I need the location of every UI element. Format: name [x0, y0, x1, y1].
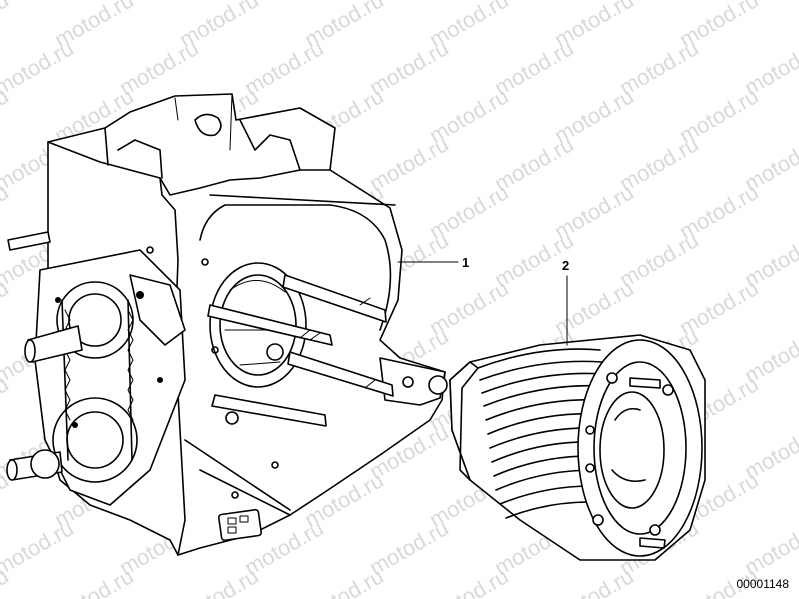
callout-1: 1: [397, 255, 469, 270]
watermark-text: motod.ru: [550, 563, 638, 599]
cylinder-drawing: [449, 334, 706, 561]
reference-code: 00001148: [736, 577, 790, 591]
watermark-text: motod.ru: [0, 35, 78, 100]
callout-1-label: 1: [462, 255, 469, 270]
cylinder-studs: [7, 231, 394, 427]
watermark-text: motod.ru: [300, 563, 388, 599]
watermark-text: motod.ru: [0, 515, 78, 580]
watermark-text: motod.ru: [425, 563, 513, 599]
watermark-text: motod.ru: [175, 563, 263, 599]
watermark-text: motod.ru: [50, 563, 138, 599]
watermark-text: motod.ru: [0, 0, 13, 52]
callout-2: 2: [562, 258, 569, 346]
watermark-text: motod.ru: [0, 0, 78, 4]
callout-2-label: 2: [562, 258, 569, 273]
timing-gear-assembly: [6, 249, 186, 506]
